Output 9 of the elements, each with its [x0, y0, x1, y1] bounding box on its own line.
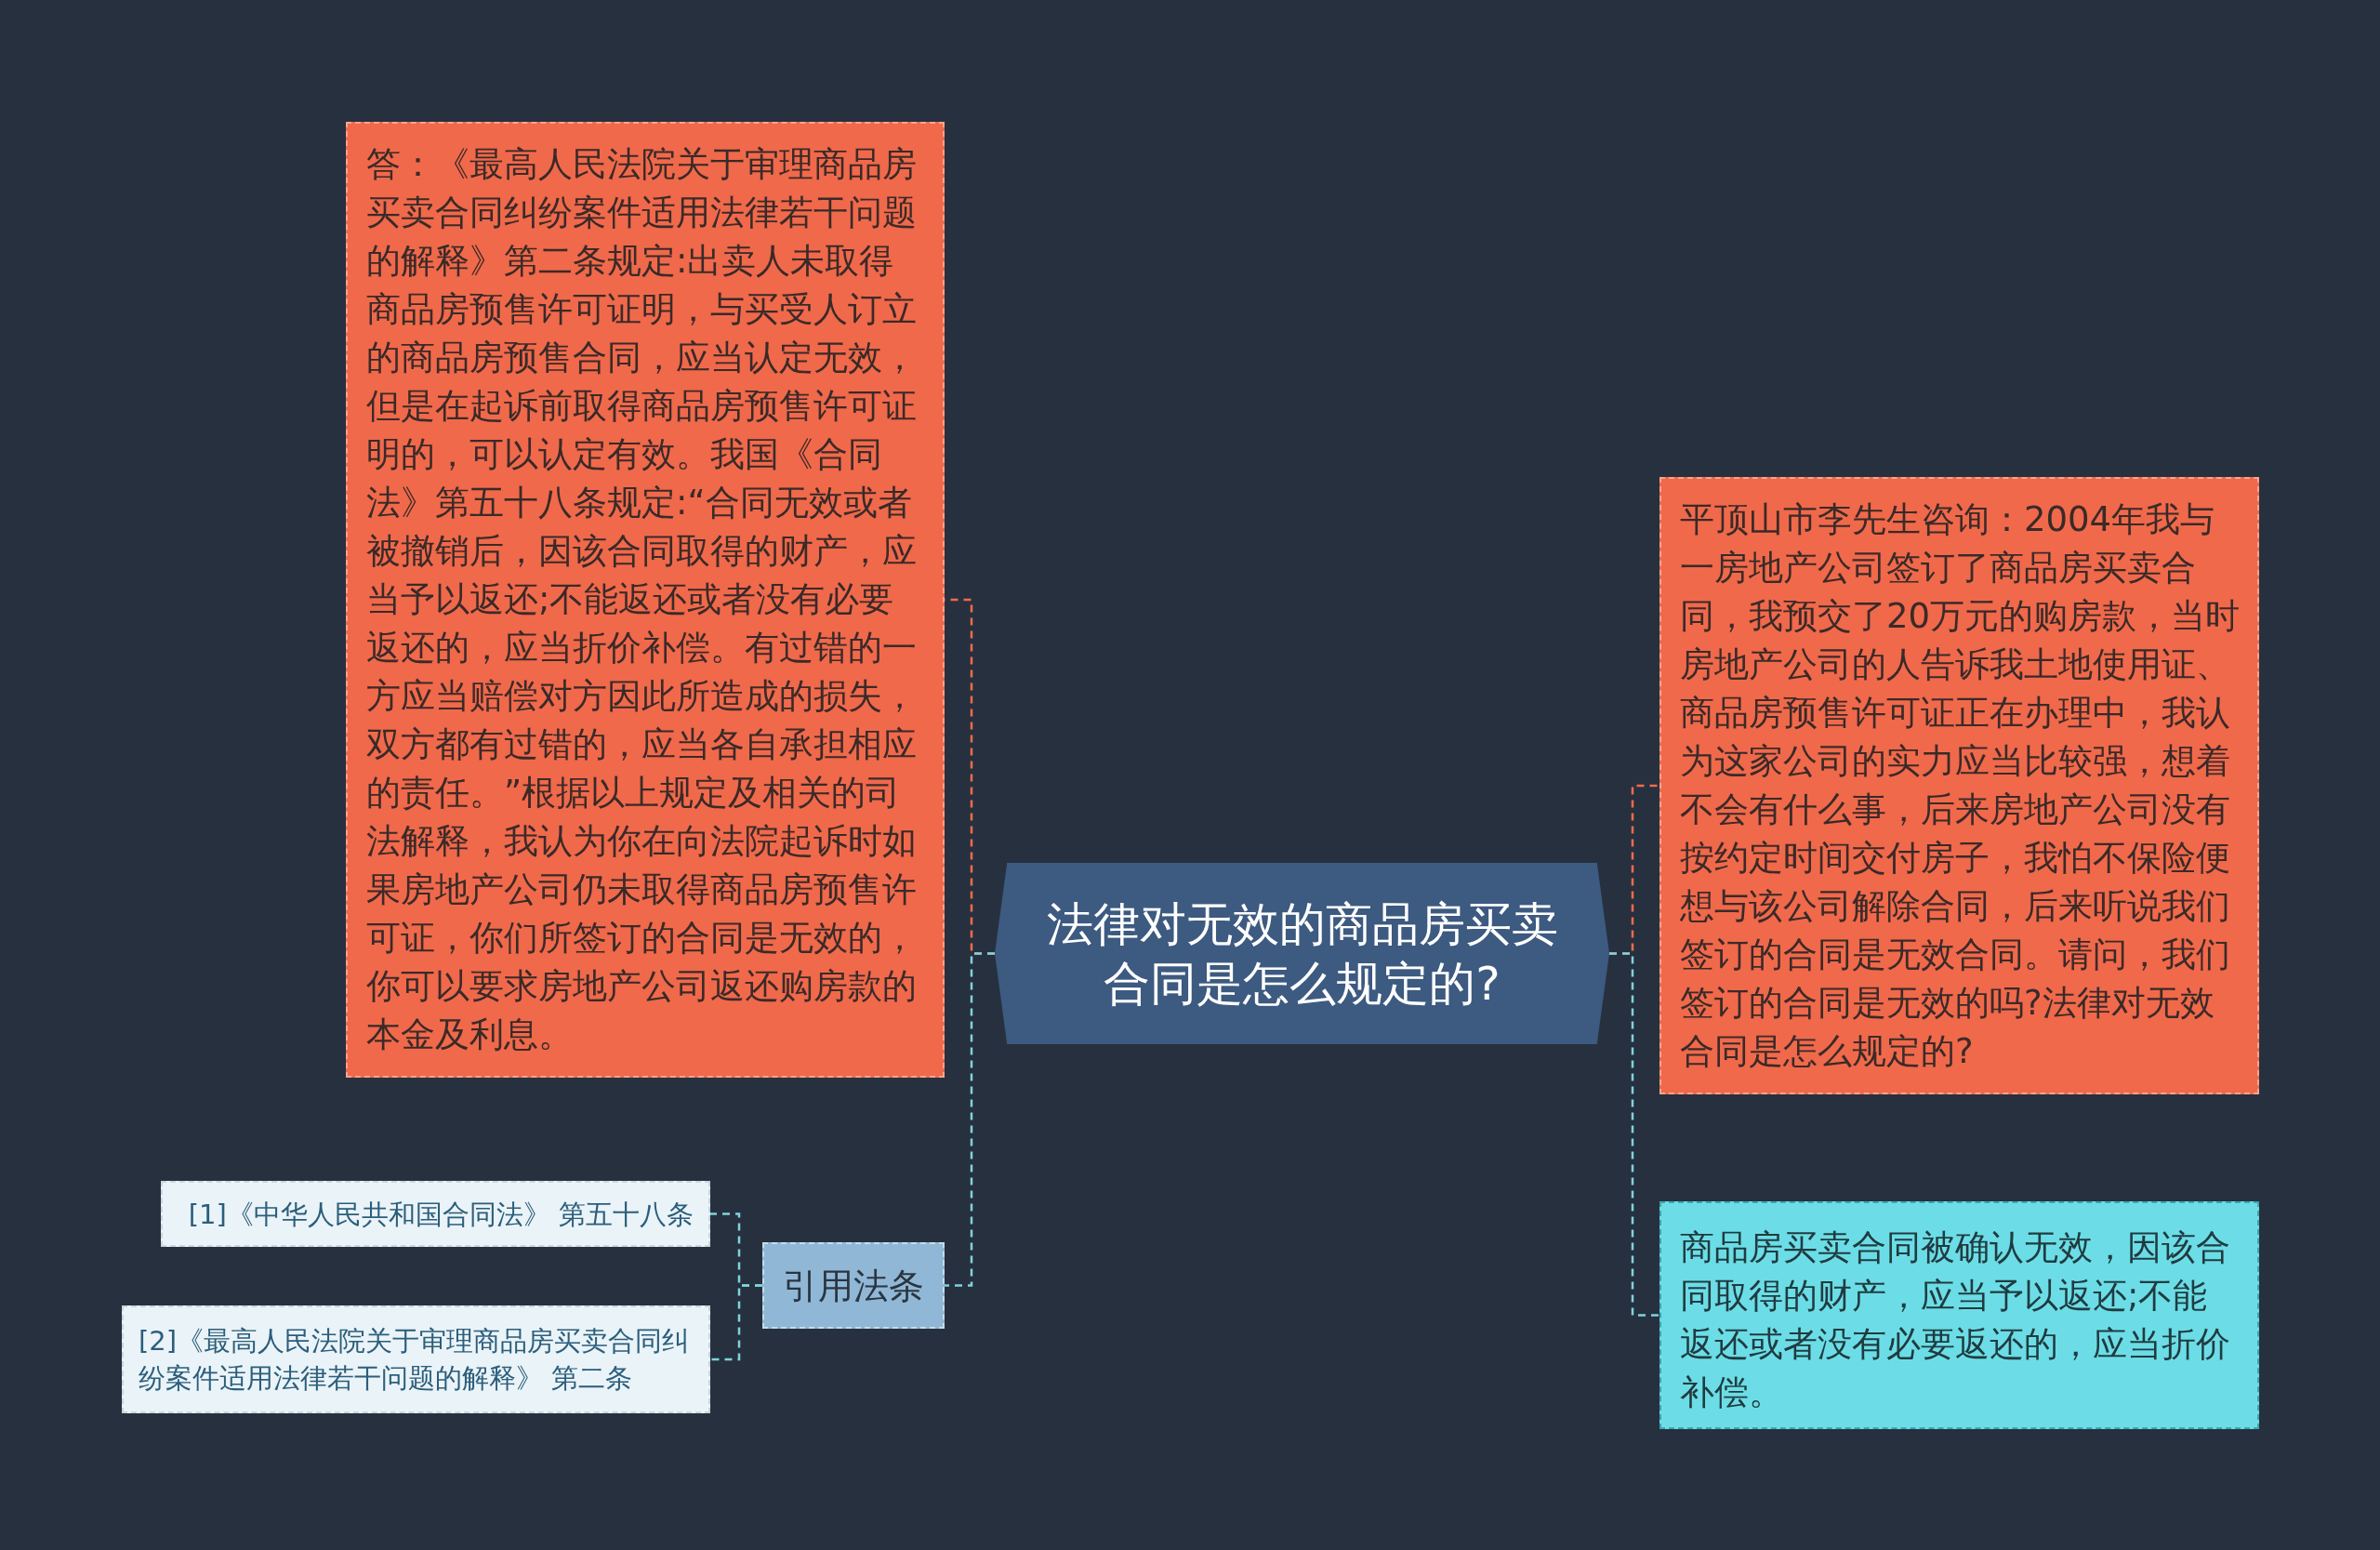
reference-box: [1]《中华人民共和国合同法》 第五十八条 — [161, 1181, 710, 1247]
note-box: 商品房买卖合同被确认无效，因该合同取得的财产，应当予以返还;不能返还或者没有必要返还的，应当折价补偿。 — [1659, 1201, 2259, 1429]
answer-box: 答：《最高人民法院关于审理商品房买卖合同纠纷案件适用法律若干问题的解释》第二条规定:出卖人未取得商品房预售许可证明，与买受人订立的商品房预售合同，应当认定无效，但是在起诉前取得商品房预售许可证明的，可以认定有效。我国《合同法》第五十八条规定:“合同无效或者被撤销后，因该合同取得的财产，应当予以返还;不能返还或者没有必要返还的，应当折价补偿。有过错的一方应当赔偿对方因此所造成的损失，双方都有过错的，应当各自承担相应的责任。”根据以上规定及相关的司法解释，我认为你在向法院起诉时如果房地产公司仍未取得商品房预售许可证，你们所签订的合同是无效的，你可以要求房地产公司返还购房款的本金及利息。 — [346, 122, 945, 1078]
topic-box: 引用法条 — [762, 1242, 945, 1329]
connector-line — [1609, 952, 1659, 1317]
connector-line — [710, 1284, 762, 1361]
connector-line — [945, 952, 995, 1287]
question-box: 平顶山市李先生咨询：2004年我与一房地产公司签订了商品房买卖合同，我预交了20万元的购房款，当时房地产公司的人告诉我土地使用证、商品房预售许可证正在办理中，我认为这家公司的实力应当比较强，想着不会有什么事，后来房地产公司没有按约定时间交付房子，我怕不保险便想与该公司解除合同，后来听说我们签订的合同是无效合同。请问，我们签订的合同是无效的吗?法律对无效合同是怎么规定的? — [1659, 477, 2259, 1094]
reference-box: [2]《最高人民法院关于审理商品房买卖合同纠纷案件适用法律若干问题的解释》 第二条 — [122, 1305, 710, 1413]
